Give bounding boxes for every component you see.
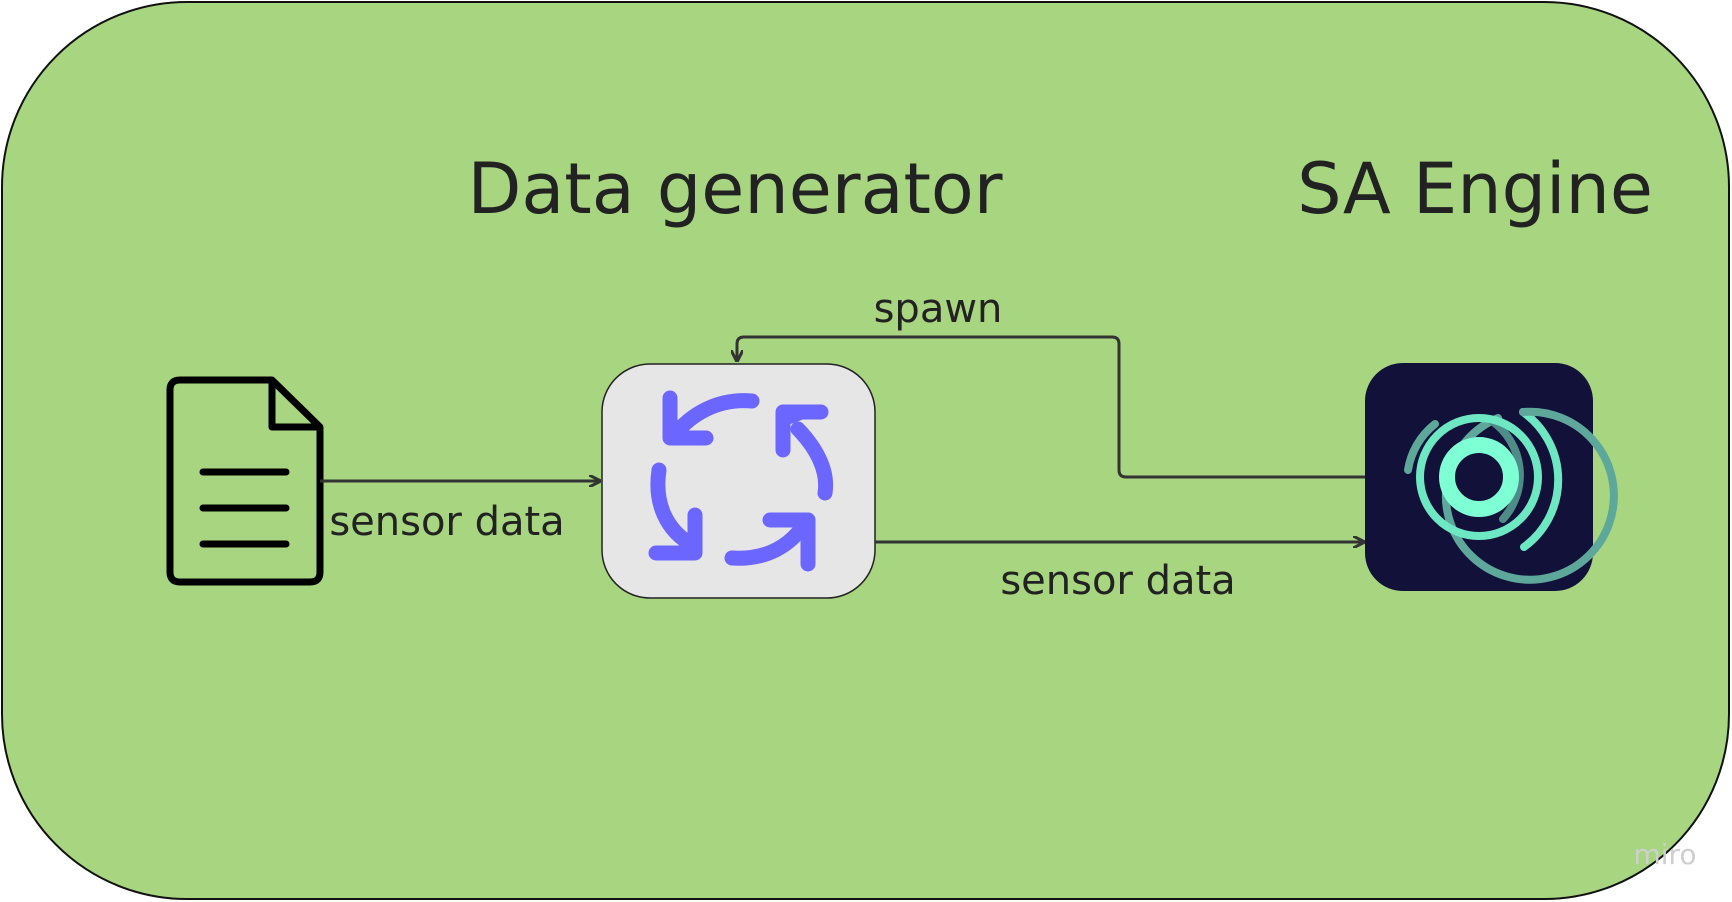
sa-engine-node	[1365, 363, 1618, 591]
refresh-cycle-icon	[648, 390, 834, 572]
sa-engine-logo-icon	[1404, 407, 1618, 584]
sa-engine-title: SA Engine	[1297, 148, 1653, 230]
generator-to-engine-label: sensor data	[1000, 558, 1235, 604]
engine-to-generator-spawn-arrow	[737, 335, 1365, 479]
data-generator-title: Data generator	[467, 148, 1002, 230]
document-icon	[166, 376, 324, 586]
engine-to-generator-label: spawn	[874, 286, 1003, 332]
file-to-generator-label: sensor data	[329, 499, 564, 545]
data-generator-node	[601, 363, 876, 599]
miro-watermark: miro	[1633, 838, 1696, 871]
